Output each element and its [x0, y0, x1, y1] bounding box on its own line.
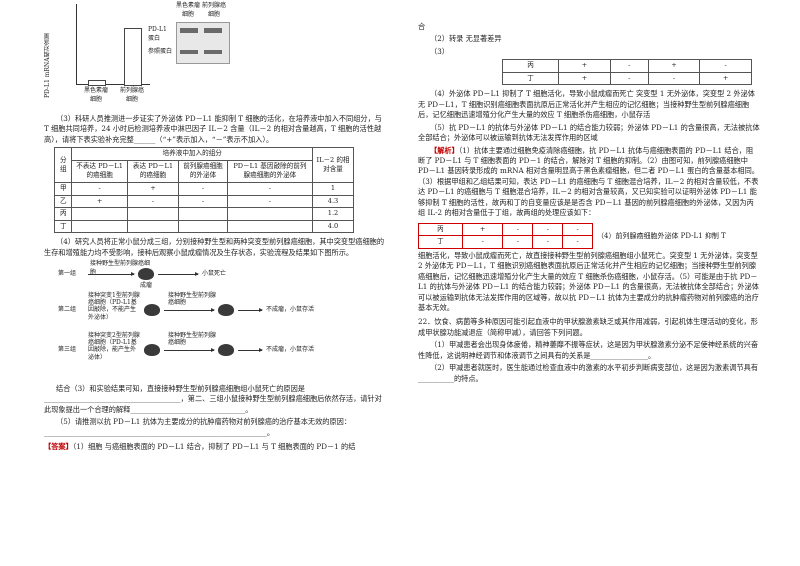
r1: 合 — [418, 22, 426, 31]
r5: （5）抗 PD－L1 的抗体与外泌体 PD－L1 的结合能力较弱；外泌体 PD－… — [418, 122, 760, 143]
group-1-mid: 成瘤 — [140, 282, 153, 290]
arrow-3b — [238, 348, 263, 353]
th-il2: IL－2 的相对含量 — [312, 147, 354, 183]
group-2-inject: 接种突变1型前列腺癌细胞（PD-L1基因敲除，不能产生外泌体） — [88, 292, 140, 321]
q22: 22．饮食、病菌等多种原因可能引起血液中的甲状腺激素缺乏或其作用减弱，引起机体生… — [418, 317, 758, 337]
arrow-1 — [88, 272, 135, 277]
bar-melanoma — [88, 80, 106, 86]
th-col-4: PD－L1 基因敲除的前列腺癌细胞的外泌体 — [226, 159, 314, 183]
question-4-conclusion: 结合（3）和实验结果可知，直接接种野生型前列腺癌细胞组小鼠死亡的原因是_____… — [44, 384, 382, 414]
question-3: （3）科研人员推测进一步证实了外泌体 PD－L1 能抑制 T 细胞的活化，在培养… — [44, 114, 382, 144]
group-2-mid: 接种野生型前列腺癌细胞 — [168, 292, 217, 307]
flow-diagram: 第一组 接种野生型前列腺癌细胞 小鼠死亡 成瘤 第二组 接种突变1型前列腺癌细胞… — [44, 260, 384, 376]
table-row: 丁 + - - + — [501, 71, 752, 86]
figure-1: PD-L1 mRNA相对含量 黑色素瘤细胞 前列腺癌细胞 黑色素瘤细胞 前列腺癌… — [44, 0, 384, 108]
left-column: PD-L1 mRNA相对含量 黑色素瘤细胞 前列腺癌细胞 黑色素瘤细胞 前列腺癌… — [44, 0, 384, 455]
blot-band-1a — [180, 28, 198, 33]
group-3-result: 不成瘤，小鼠存活 — [266, 346, 315, 354]
r6a: （4）前列腺癌细胞外泌体 PD-L1 抑制 T — [597, 231, 726, 240]
experiment-table: 分组 培养液中加入的组分 IL－2 的相对含量 不表达 PD－L1 的癌细胞 表… — [53, 147, 354, 234]
th-group: 分组 — [53, 147, 73, 183]
answer: 【答案】（1）细胞 与癌细胞表面的 PD－L1 结合，抑制了 PD－L1 与 T… — [44, 442, 384, 452]
r4: （4）外泌体 PD－L1 抑制了 T 细胞活化，导致小鼠成瘤而死亡 突变型 1 … — [418, 89, 755, 120]
arrow-2b — [238, 308, 263, 313]
answer-text: （1）细胞 与癌细胞表面的 PD－L1 结合，抑制了 PD－L1 与 T 细胞表… — [72, 442, 356, 452]
mouse-1 — [138, 268, 154, 281]
group-3-label: 第三组 — [58, 346, 77, 354]
q22-1: （1）甲减患者会出现身体疲倦，精神萎靡不振等症状，这是因为甲状腺激素分泌不足使神… — [418, 340, 759, 360]
blot-row-1: PD-L1蛋白 — [148, 26, 167, 42]
blot-band-2a — [180, 50, 198, 54]
answer-label: 【答案】 — [44, 442, 73, 452]
mouse-3a — [144, 344, 160, 357]
arrow-1b — [158, 272, 199, 277]
group-1-label: 第一组 — [58, 270, 77, 278]
blot-band-1b — [204, 28, 222, 33]
analysis-label: 【解析】 — [430, 145, 459, 155]
chart-ylabel: PD-L1 mRNA相对含量 — [44, 33, 51, 99]
blot-row-2: 参照蛋白 — [148, 48, 173, 55]
analysis-table: 丙 + - - - 丁 - - - - — [418, 222, 593, 249]
th-col-3: 前列腺癌细胞的外泌体 — [178, 159, 228, 183]
question-4: （4）研究人员将正常小鼠分成三组，分别接种野生型和两种突变型前列腺癌细胞，其中突… — [44, 237, 385, 257]
th-span: 培养液中加入的组分 — [71, 147, 313, 161]
blot-col-1: 黑色素瘤细胞 — [176, 2, 201, 18]
r2: （2）转录 无显著差异 — [430, 34, 502, 44]
group-3-inject: 接种突变2型前列腺癌细胞（PD-L1基因敲除，能产生外泌体） — [88, 332, 140, 361]
group-1-result: 小鼠死亡 — [202, 270, 227, 278]
chart-axis-y — [76, 4, 77, 84]
group-2-label: 第二组 — [58, 306, 77, 314]
r6: 细胞活化，导致小鼠成瘤而死亡，故直接接种野生型前列腺癌细胞组小鼠死亡。突变型 1… — [418, 250, 759, 312]
table-row: 丙 1.2 — [53, 207, 354, 221]
table-row: 丙 + - - - — [418, 222, 593, 237]
analysis-table-row: 丙 + - - - 丁 - - - - （4）前列腺癌细胞外泌体 PD-L1 抑… — [418, 221, 760, 251]
group-2-result: 不成瘤，小鼠存活 — [266, 306, 315, 314]
table-row: 乙 + - - - 4.3 — [53, 194, 354, 209]
answer-table: 丙 + - + - 丁 + - - + — [501, 59, 752, 86]
table-row: 丙 + - + - — [501, 59, 752, 73]
r3: （3） — [430, 46, 449, 56]
arrow-2 — [164, 308, 215, 313]
th-col-2: 表达 PD－L1 的癌细胞 — [126, 159, 180, 183]
table-row: 甲 - + - - 1 — [53, 181, 354, 196]
group-3-mid: 接种野生型前列腺癌细胞 — [168, 332, 217, 347]
mouse-3b — [218, 344, 234, 357]
bar-label-melanoma: 黑色素瘤细胞 — [83, 87, 108, 103]
bar-prostate — [124, 28, 142, 86]
blot-band-2b — [204, 50, 222, 54]
arrow-3 — [164, 348, 215, 353]
bar-label-prostate: 前列腺癌细胞 — [119, 87, 144, 103]
right-column: 合 （2）转录 无显著差异 （3） 丙 + - + - 丁 + - - + （4… — [418, 22, 760, 386]
mouse-2b — [218, 304, 234, 317]
mouse-2a — [144, 304, 160, 317]
table-row: 丁 - - - - — [418, 235, 593, 249]
analysis: 【解析】（1）抗体主要通过细胞免疫清除癌细胞，抗 PD－L1 抗体与癌细胞表面的… — [418, 146, 760, 219]
table-row: 丁 4.0 — [53, 219, 354, 234]
th-col-1: 不表达 PD－L1 的癌细胞 — [71, 159, 128, 183]
group-1-inject: 接种野生型前列腺癌细胞 — [90, 260, 151, 276]
question-5: （5）请推测以抗 PD－L1 抗体为主要成分的抗肿瘤药物对前列腺癌的治疗基本无效… — [44, 417, 352, 437]
blot-col-2: 前列腺癌细胞 — [202, 2, 227, 18]
chart-axis-x — [76, 84, 150, 85]
q22-2: （2）甲减患者就医时，医生能通过检查血液中的激素的水平初步判断病变部位，这是因为… — [418, 363, 759, 383]
analysis-text: （1）抗体主要通过细胞免疫清除癌细胞，抗 PD－L1 抗体与癌细胞表面的 PD－… — [418, 145, 759, 218]
